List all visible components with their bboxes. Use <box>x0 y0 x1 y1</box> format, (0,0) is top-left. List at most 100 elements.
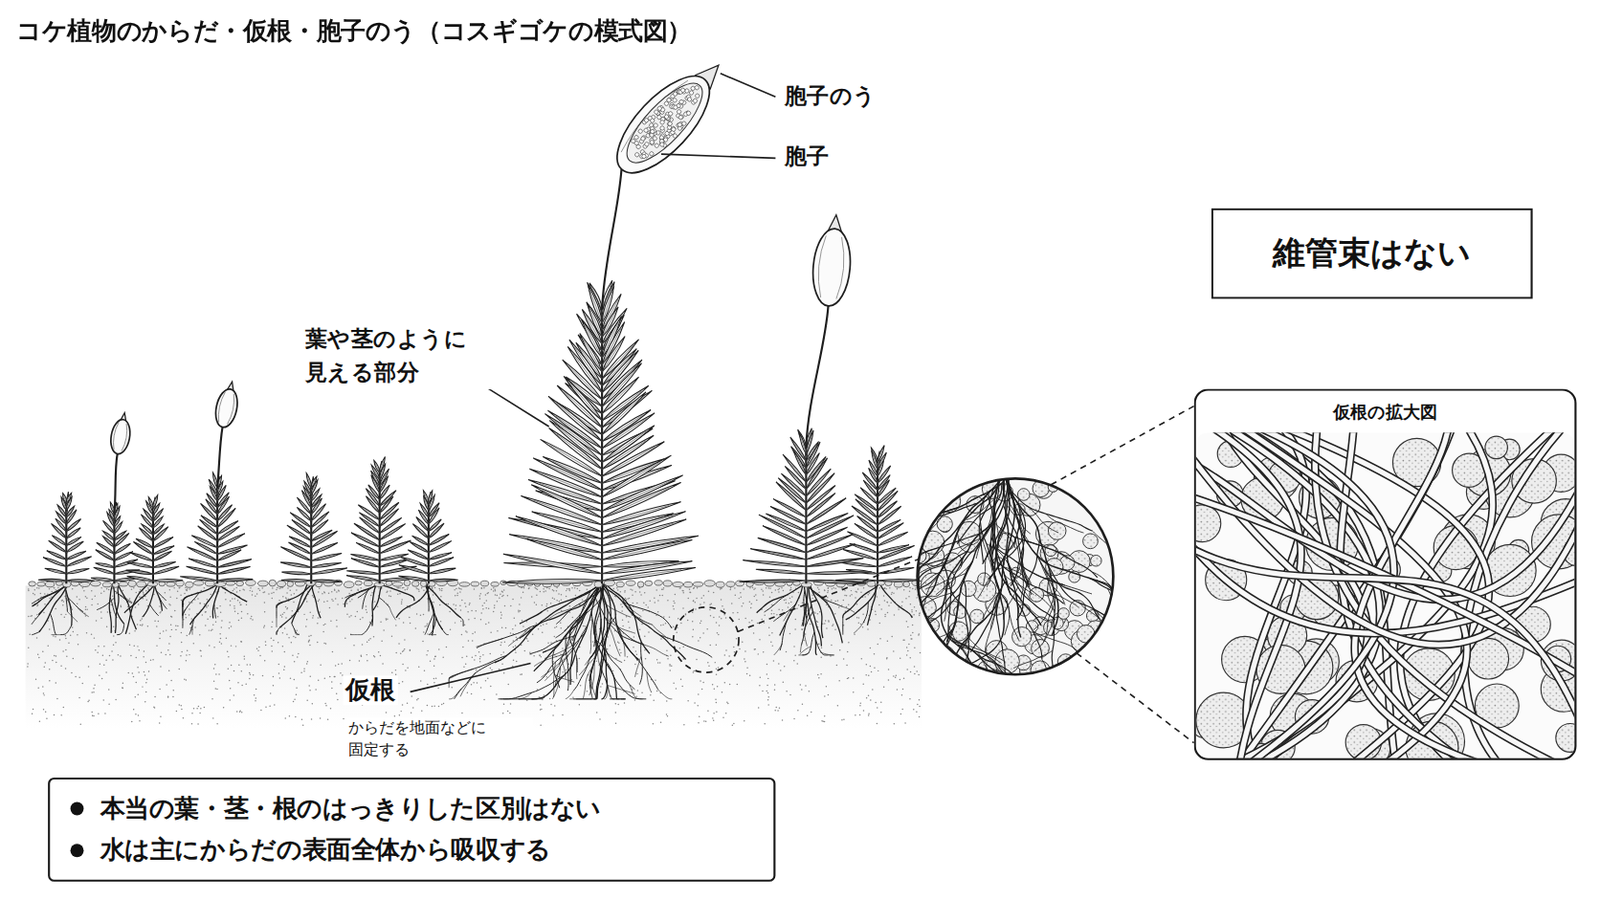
soil-part <box>87 701 89 703</box>
soil-part <box>695 598 697 600</box>
soil-part <box>845 606 847 608</box>
soil-part <box>547 643 549 645</box>
soil-part <box>479 656 481 658</box>
soil-part <box>306 663 308 665</box>
soil-part <box>674 594 676 596</box>
soil-part <box>793 645 795 647</box>
soil-part <box>265 644 267 646</box>
soil-part <box>798 592 800 594</box>
soil-part <box>662 588 664 590</box>
soil-part <box>189 588 191 590</box>
soil-part <box>480 612 482 614</box>
soil-part <box>763 622 765 623</box>
soil-part <box>106 626 108 628</box>
soil-part <box>744 650 746 652</box>
soil-part <box>844 590 845 592</box>
soil-part <box>259 655 261 657</box>
soil-part <box>316 642 318 644</box>
soil-part <box>434 656 436 658</box>
soil-part <box>279 677 281 679</box>
soil-part <box>906 621 908 623</box>
soil-part <box>914 587 916 589</box>
soil-part <box>167 696 169 698</box>
soil-part <box>783 666 785 667</box>
soil-part <box>672 683 674 685</box>
soil-part <box>519 610 521 612</box>
soil-part <box>811 598 813 600</box>
soil-part <box>721 691 723 693</box>
soil-part <box>830 644 832 646</box>
soil-part <box>757 653 759 655</box>
soil-part <box>643 601 645 603</box>
soil-part <box>653 598 655 600</box>
soil-part <box>762 594 764 596</box>
soil-part <box>155 625 157 627</box>
soil-part <box>294 716 296 718</box>
soil-part <box>692 670 694 672</box>
soil-part <box>208 644 210 646</box>
soil-part <box>501 591 503 593</box>
soil-part <box>586 690 588 692</box>
soil-part <box>90 604 92 606</box>
soil-part <box>700 597 702 599</box>
soil-part <box>91 599 93 600</box>
soil-part <box>112 644 114 645</box>
soil-part <box>654 680 656 682</box>
soil-part <box>90 590 92 592</box>
soil-part <box>219 633 221 635</box>
soil-part <box>264 591 266 593</box>
soil-part <box>574 587 576 589</box>
soil-part <box>438 588 440 590</box>
soil-part <box>48 588 50 590</box>
soil-part <box>837 705 839 707</box>
soil-part <box>773 660 775 662</box>
rhizoid-lines-part <box>565 690 574 700</box>
soil-part <box>662 595 664 597</box>
soil-part <box>577 588 578 590</box>
soil-part <box>455 588 457 590</box>
soil-part <box>88 666 89 667</box>
soil-part <box>527 640 529 642</box>
soil-part <box>200 649 201 651</box>
soil-part <box>180 709 182 711</box>
soil-part <box>441 588 443 590</box>
soil-part <box>317 591 319 593</box>
soil-part <box>903 677 905 679</box>
soil-part <box>546 610 548 612</box>
soil-part <box>801 704 803 706</box>
soil-part <box>248 678 250 680</box>
soil-part <box>71 588 73 590</box>
soil-part <box>37 687 39 689</box>
soil-part <box>27 588 29 590</box>
soil-part <box>133 676 134 678</box>
soil-part <box>53 587 55 589</box>
soil-part <box>665 622 667 624</box>
soil-part <box>787 606 789 608</box>
soil-part <box>666 649 667 651</box>
rhizoid-lines-part <box>555 589 597 639</box>
soil-part <box>259 590 261 592</box>
soil-part <box>659 595 661 597</box>
soil-part <box>538 655 540 657</box>
soil-part <box>465 605 467 607</box>
soil-part <box>669 654 671 656</box>
soil-part <box>91 714 93 716</box>
soil-part <box>46 645 48 647</box>
soil-part <box>133 644 134 646</box>
soil-part <box>910 635 912 637</box>
soil-part <box>434 655 436 657</box>
soil-part <box>107 611 109 613</box>
soil-part <box>843 658 845 660</box>
soil-part <box>199 602 200 604</box>
soil-part <box>641 692 643 694</box>
soil-part <box>229 600 231 601</box>
soil-part <box>639 629 641 631</box>
soil-part <box>270 645 272 647</box>
soil-part <box>85 606 87 608</box>
soil-part <box>106 588 108 590</box>
soil-part <box>479 598 481 600</box>
soil-part <box>254 595 256 597</box>
soil-part <box>660 624 662 626</box>
soil-part <box>515 661 517 663</box>
soil-part <box>554 599 556 600</box>
